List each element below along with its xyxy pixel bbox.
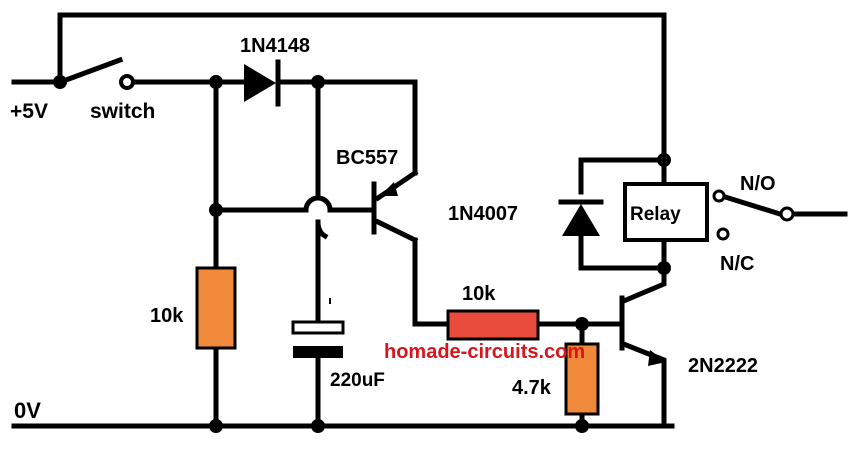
junction-dot	[575, 419, 589, 433]
label-1n4148: 1N4148	[240, 35, 310, 57]
junction-dot	[209, 419, 223, 433]
label-2n2222: 2N2222	[688, 355, 758, 377]
flyback-diode-triangle	[562, 204, 600, 236]
junction-dot	[209, 203, 223, 217]
resistor-10k-series	[446, 309, 540, 341]
npn-collector-wire	[622, 265, 667, 304]
switch-symbol	[119, 74, 135, 90]
capacitor-220uf	[291, 298, 345, 358]
collector-wire	[412, 237, 451, 327]
label-switch: switch	[90, 100, 155, 123]
capacitor-plate-negative	[293, 346, 343, 358]
relay-blade	[718, 192, 784, 218]
label-1n4007: 1N4007	[448, 203, 518, 225]
label-ground: 0V	[14, 398, 41, 423]
junctions	[53, 75, 671, 433]
relay	[623, 182, 795, 242]
relay-nc-contact	[716, 227, 730, 241]
junction-dot	[657, 153, 671, 167]
diode-1n4148	[244, 59, 281, 107]
label-no: N/O	[740, 173, 776, 195]
diode-triangle	[244, 64, 276, 102]
wires	[11, 12, 848, 429]
switch-blade	[62, 56, 124, 84]
junction-dot	[311, 75, 325, 89]
relay-no-contact	[779, 206, 795, 222]
label-cap: 220uF	[330, 370, 385, 391]
npn-arrow	[648, 350, 666, 366]
watermark-text: homade-circuits.com	[384, 341, 585, 363]
relay-top-loop	[578, 157, 667, 195]
relay-bottom-loop	[578, 235, 667, 271]
junction-dot	[311, 419, 325, 433]
junction-dot	[657, 261, 671, 275]
diode-1n4007	[558, 199, 604, 236]
label-r-left: 10k	[150, 305, 184, 327]
label-r-base: 4.7k	[512, 377, 552, 399]
label-bc557: BC557	[336, 147, 398, 169]
pnp-arrow	[380, 182, 398, 196]
transistor-bc557	[371, 169, 419, 244]
capacitor-plate-positive	[291, 320, 345, 335]
junction-dot	[209, 75, 223, 89]
resistor-10k-left	[195, 266, 237, 350]
transistor-2n2222	[619, 295, 666, 366]
npn-emitter-wire	[622, 341, 667, 429]
relay-coil-box	[623, 182, 709, 242]
junction-dot	[53, 75, 67, 89]
junction-dot	[575, 317, 589, 331]
label-relay: Relay	[630, 204, 681, 225]
resistor-4k7	[564, 342, 600, 416]
top-feedback-wire	[57, 12, 667, 163]
label-supply: +5V	[10, 100, 48, 123]
relay-common-contact	[712, 189, 726, 203]
label-r-series: 10k	[462, 283, 496, 305]
label-nc: N/C	[720, 253, 754, 275]
switch-contact	[119, 74, 135, 90]
pnp-collector-leg	[374, 218, 419, 244]
